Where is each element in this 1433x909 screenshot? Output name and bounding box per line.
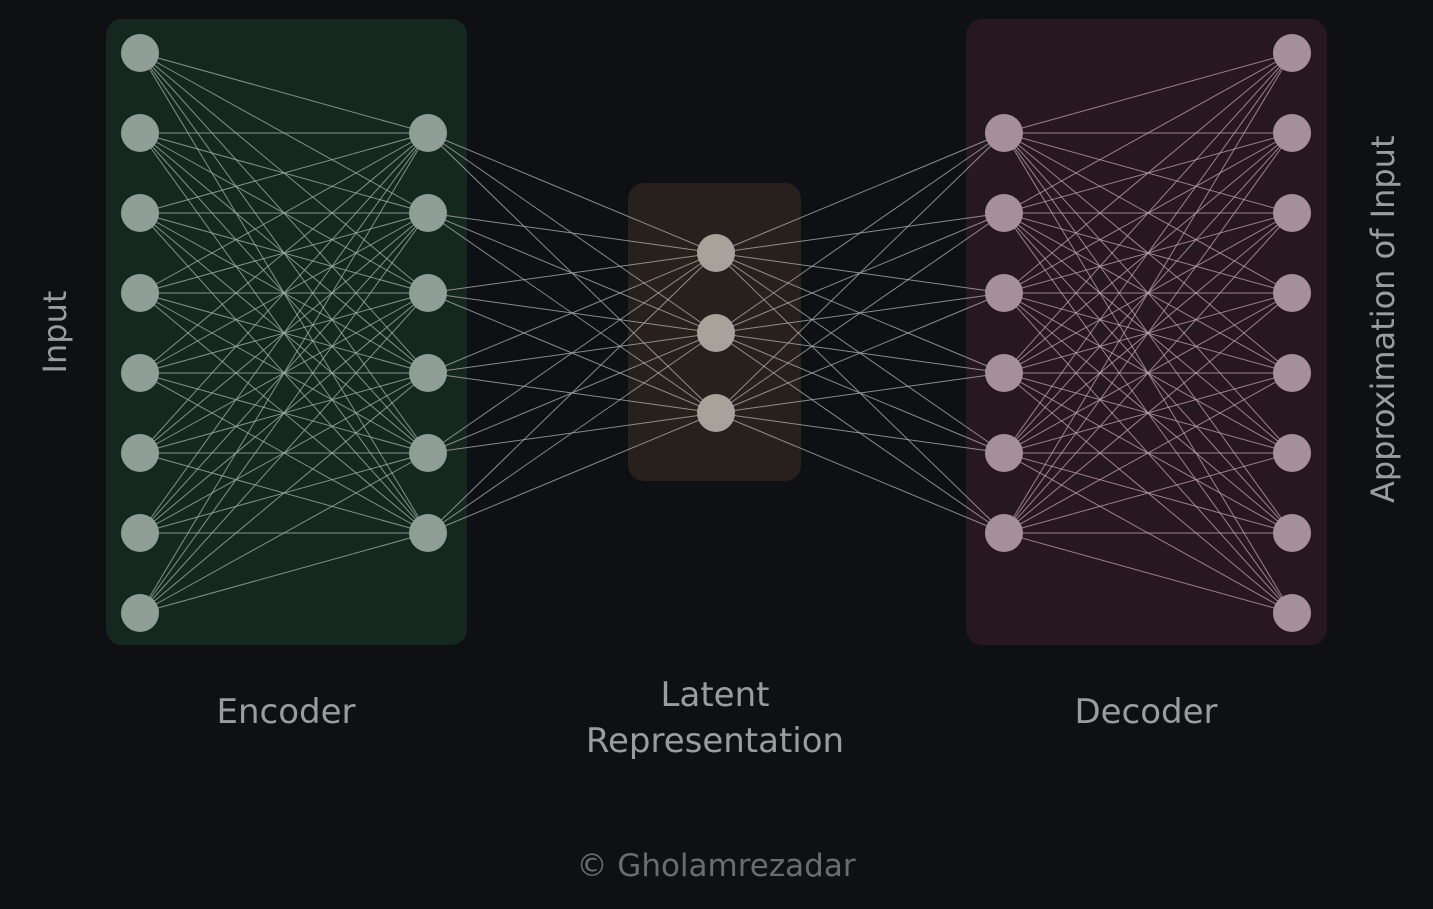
encoder-hidden-node [409,434,447,472]
output-label: Approximation of Input [1364,135,1402,503]
connection-line [139,452,429,614]
connection-line [139,132,429,374]
encoder-hidden-node [409,354,447,392]
connection-line [1003,532,1293,614]
decoder-hidden-node [985,514,1023,552]
connection-line [1003,52,1293,374]
connection-line [427,252,717,454]
output-node [1273,434,1311,472]
connection-line [139,532,429,614]
connection-line [1003,372,1293,534]
connection-line [139,132,429,294]
output-node [1273,34,1311,72]
connection-line [715,412,1005,454]
connection-line [715,412,1005,534]
input-node [121,434,159,472]
connection-line [139,372,429,614]
output-node [1273,594,1311,632]
input-node [121,274,159,312]
input-node [121,194,159,232]
input-node [121,354,159,392]
connection-line [427,212,717,254]
connection-line [427,252,717,374]
connection-line [1003,52,1293,294]
connection-line [1003,132,1293,534]
latent-node [697,394,735,432]
connection-line [715,292,1005,414]
connection-line [139,132,429,454]
connection-line [427,252,717,294]
input-node [121,594,159,632]
connection-line [1003,452,1293,534]
output-node [1273,354,1311,392]
latent-node [697,234,735,272]
encoder-hidden-node [409,274,447,312]
input-label: Input [36,290,74,374]
connection-line [1003,52,1293,134]
connection-line [715,132,1005,334]
connections [139,52,1293,614]
connection-line [715,212,1005,414]
connection-line [427,132,717,254]
encoder-hidden-node [409,114,447,152]
output-node [1273,194,1311,232]
encoder-label: Encoder [216,692,356,732]
connection-line [427,332,717,534]
connection-line [139,212,429,614]
encoder-hidden-node [409,514,447,552]
decoder-hidden-node [985,114,1023,152]
connection-line [1003,212,1293,534]
latent-label-line1: Latent [660,675,770,715]
connection-line [427,252,717,534]
output-node [1273,274,1311,312]
latent-node [697,314,735,352]
encoder-hidden-node [409,194,447,232]
connection-line [139,132,429,614]
decoder-hidden-node [985,354,1023,392]
latent-label: Latent Representation [560,672,870,764]
connection-line [1003,52,1293,534]
neurons [121,34,1311,632]
connection-line [139,132,429,534]
decoder-hidden-node [985,434,1023,472]
connection-line [715,372,1005,414]
decoder-hidden-node [985,194,1023,232]
connection-line [139,52,429,134]
input-node [121,114,159,152]
connection-line [715,132,1005,414]
connection-line [139,132,429,214]
output-node [1273,114,1311,152]
input-node [121,34,159,72]
connection-line [1003,52,1293,214]
decoder-label: Decoder [1074,692,1218,732]
connection-line [1003,52,1293,454]
connection-line [139,292,429,614]
decoder-hidden-node [985,274,1023,312]
input-node [121,514,159,552]
connection-line [427,412,717,534]
copyright-text: © Gholamrezadar [576,848,856,884]
latent-label-line2: Representation [585,721,845,761]
connection-line [715,132,1005,254]
output-node [1273,514,1311,552]
connection-line [1003,292,1293,534]
